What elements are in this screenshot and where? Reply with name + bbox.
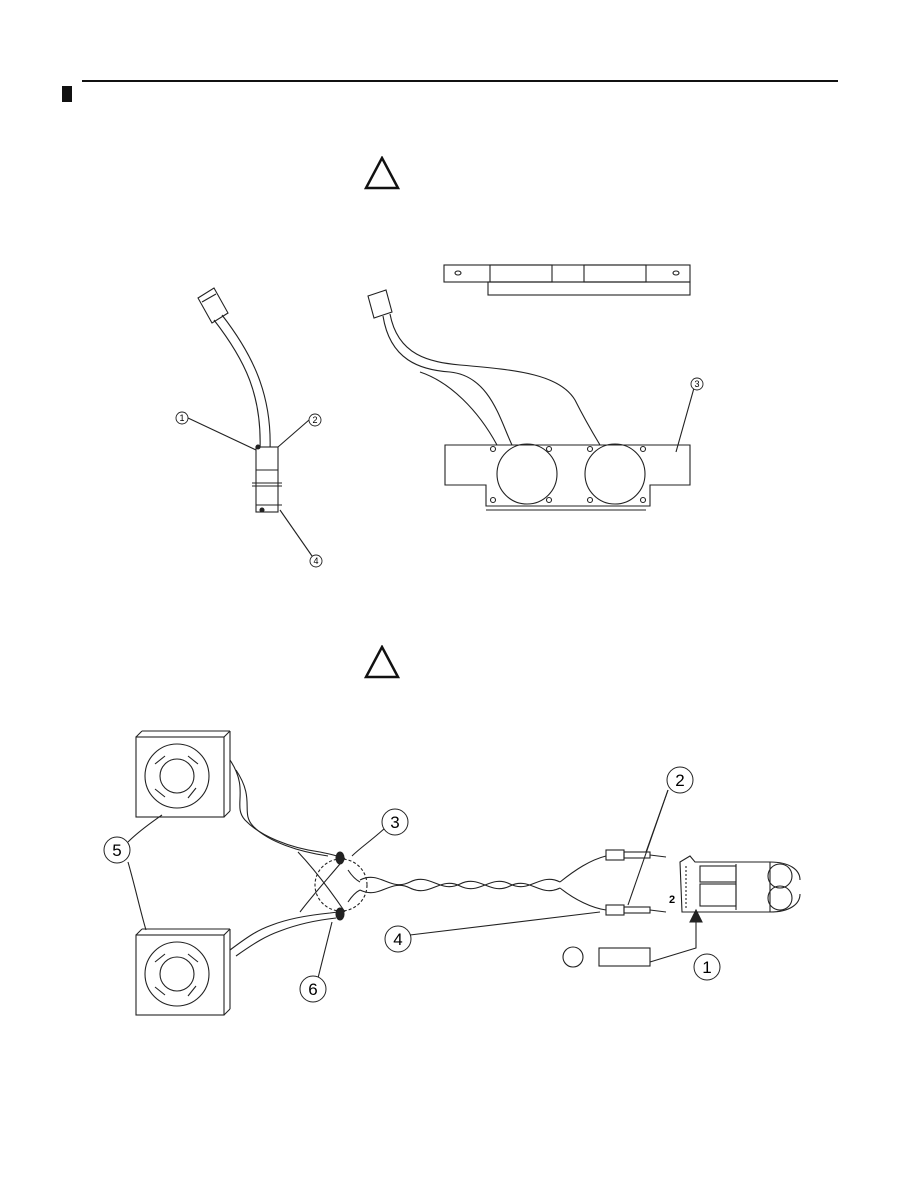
callout-4: 4 [393, 930, 402, 949]
fan-unit-top [136, 731, 230, 817]
callout-3: 3 [390, 813, 399, 832]
callout-5: 5 [112, 841, 121, 860]
callout-2: 2 [675, 771, 684, 790]
fan-unit-bottom [136, 929, 230, 1015]
callout-1: 1 [702, 958, 711, 977]
fan-bracket-top [444, 265, 690, 295]
legend-marker [563, 947, 650, 967]
callout-1: 1 [179, 413, 184, 423]
callout-4: 4 [313, 556, 318, 566]
callouts-top-left: 1 2 4 [176, 412, 322, 567]
callouts-bottom: 2 3 4 5 6 1 2 [104, 767, 720, 1002]
fan-panel [368, 290, 694, 510]
connector-pin-label: 2 [669, 894, 675, 906]
callout-3: 3 [694, 379, 699, 389]
cable-assembly-left [188, 288, 312, 556]
callout-2: 2 [312, 415, 317, 425]
callouts-top-right: 3 [691, 378, 703, 390]
connector-housing [650, 856, 800, 962]
callout-6: 6 [308, 980, 317, 999]
